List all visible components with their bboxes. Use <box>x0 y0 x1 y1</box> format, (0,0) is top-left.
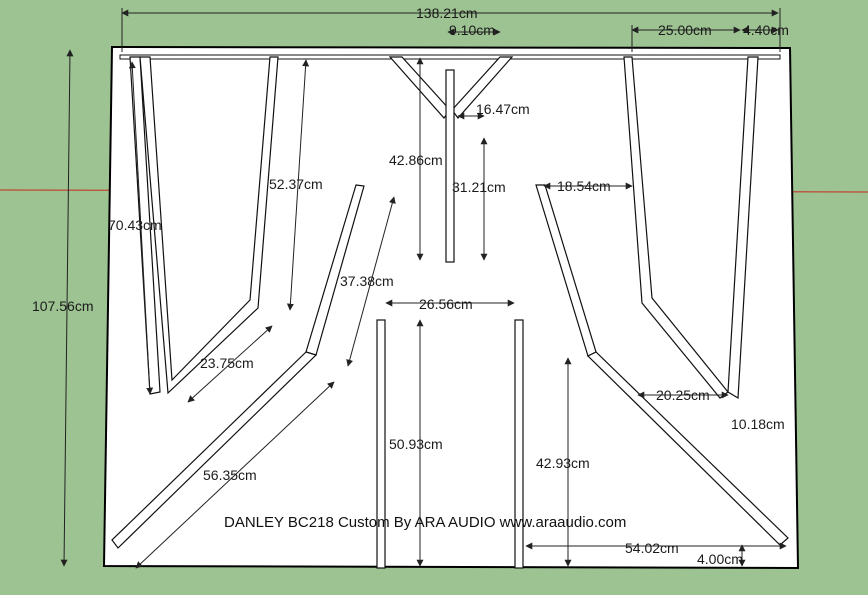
top-rail <box>119 54 781 60</box>
label-right-small: 10.18cm <box>731 416 785 432</box>
label-throat-width: 26.56cm <box>419 296 473 312</box>
label-top-right-small: 4.40cm <box>743 22 789 38</box>
label-center-right-gap: 18.54cm <box>557 178 611 194</box>
label-top-right-width: 25.00cm <box>658 22 712 38</box>
drawing-title: DANLEY BC218 Custom By ARA AUDIO www.ara… <box>224 514 626 531</box>
label-right-bend: 20.25cm <box>656 387 710 403</box>
right-outer-panel <box>727 56 759 400</box>
label-right-lower-height: 42.93cm <box>536 455 590 471</box>
center-stem <box>445 69 455 263</box>
label-center-v-arm: 16.47cm <box>476 101 530 117</box>
label-left-diagonal: 37.38cm <box>340 273 394 289</box>
label-throat-height: 50.93cm <box>389 436 443 452</box>
label-center-panel-height: 42.86cm <box>389 152 443 168</box>
dimension-labels: 138.21cm 9.10cm 25.00cm 4.40cm 107.56cm … <box>32 5 789 567</box>
label-bottom-small: 4.00cm <box>697 551 743 567</box>
right-bottom-diagonal-panel <box>586 351 789 546</box>
throat-right-wall <box>514 319 524 569</box>
label-left-bottom-diagonal: 56.35cm <box>203 467 257 483</box>
label-top-gap: 9.10cm <box>449 22 495 38</box>
label-center-panel-inner: 31.21cm <box>452 179 506 195</box>
label-left-inner-panel: 52.37cm <box>269 176 323 192</box>
label-overall-height: 107.56cm <box>32 298 93 314</box>
dimension-lines <box>60 8 787 569</box>
label-left-outer-panel: 70.43cm <box>108 217 162 233</box>
label-left-bend: 23.75cm <box>200 355 254 371</box>
label-bottom-right-width: 54.02cm <box>625 540 679 556</box>
label-overall-width: 138.21cm <box>416 5 477 21</box>
